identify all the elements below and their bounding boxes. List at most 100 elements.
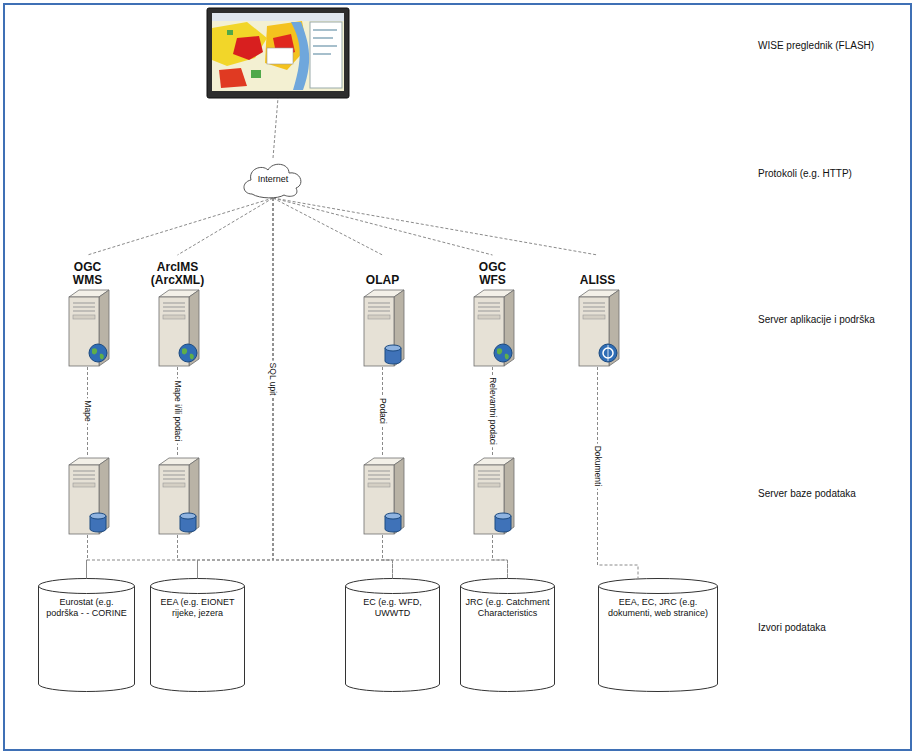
drawing-part xyxy=(478,311,500,312)
drawing-part xyxy=(212,13,344,21)
drawing-part xyxy=(583,311,605,312)
drawing-part xyxy=(73,315,95,319)
drawing-part xyxy=(163,315,185,319)
node-text: Eurostat (e.g. podrška - - CORINE xyxy=(43,597,130,619)
monitor-icon xyxy=(207,8,349,98)
dotted-connector xyxy=(178,198,274,255)
drawing-part xyxy=(478,483,500,487)
viewer-screen xyxy=(207,8,349,98)
drawing-part xyxy=(461,579,555,594)
drawing-part xyxy=(39,586,135,692)
drawing-part xyxy=(368,475,390,476)
connector-label: Dokumenti xyxy=(593,444,603,489)
data-source-cylinder: JRC (e.g. Catchment Characteristics xyxy=(460,578,555,692)
application-server: OGC WMS xyxy=(50,255,125,367)
drawing-part xyxy=(385,345,401,351)
drawing-part xyxy=(368,303,390,304)
data-source-cylinder: EC (e.g. WFD, UWWTD xyxy=(345,578,440,692)
node-text: OGC WFS xyxy=(472,261,514,287)
text-box: EEA, EC, JRC (e.g. dokumenti, web strani… xyxy=(598,578,718,625)
drawing-part xyxy=(163,483,185,487)
text-box: OGC WMS xyxy=(67,255,109,287)
data-source-cylinder: Eurostat (e.g. podrška - - CORINE xyxy=(38,578,135,692)
drawing-part xyxy=(73,471,95,472)
database-server xyxy=(140,455,215,535)
layer-label: WISE preglednik (FLASH) xyxy=(758,40,874,52)
layer-label: Server aplikacije i podrška xyxy=(758,314,875,326)
drawing-part xyxy=(478,471,500,472)
drawing-part xyxy=(233,36,263,60)
connector-label: Mape i/ili podaci xyxy=(173,379,183,444)
drawing-part xyxy=(497,348,502,354)
drawing-part xyxy=(504,354,508,359)
drawing-part xyxy=(583,315,605,319)
node-text: OGC WMS xyxy=(67,261,109,287)
drawing-part xyxy=(599,579,718,594)
text-box: EEA (e.g. EIONET rijeke, jezera xyxy=(150,578,245,625)
dotted-connector xyxy=(178,535,198,578)
drawing-part xyxy=(151,579,245,594)
drawing-part xyxy=(385,513,401,519)
layer-label: Server baze podataka xyxy=(758,488,856,500)
layer-label: Izvori podataka xyxy=(758,622,826,634)
node-text: JRC (e.g. Catchment Characteristics xyxy=(465,597,550,619)
drawing-part xyxy=(163,475,185,476)
drawing-part xyxy=(90,513,106,519)
drawing-part xyxy=(310,22,342,88)
drawing-part xyxy=(163,307,185,308)
dotted-connector xyxy=(273,198,493,255)
node-text: Internet xyxy=(258,171,289,185)
server-icon xyxy=(468,287,518,367)
server-icon xyxy=(153,455,203,535)
server-icon xyxy=(573,287,623,367)
server-icon xyxy=(153,287,203,367)
figure-frame xyxy=(3,3,912,751)
drawing-part xyxy=(368,471,390,472)
server-icon xyxy=(63,455,113,535)
drawing-part xyxy=(189,354,193,359)
drawing-part xyxy=(494,344,512,362)
text-box: Internet xyxy=(240,158,306,198)
drawing-part xyxy=(583,303,605,304)
data-source-cylinder: EEA (e.g. EIONET rijeke, jezera xyxy=(150,578,245,692)
drawing-part xyxy=(182,348,187,354)
server-icon xyxy=(358,287,408,367)
cyl-icon xyxy=(460,578,555,692)
drawing-part xyxy=(313,37,333,39)
drawing-part xyxy=(478,475,500,476)
application-server: OGC WFS xyxy=(455,255,530,367)
application-server: ArcIMS (ArcXML) xyxy=(140,255,215,367)
application-server: ALISS xyxy=(560,255,635,367)
drawing-part xyxy=(368,307,390,308)
drawing-part xyxy=(313,29,337,31)
drawing-part xyxy=(163,479,185,480)
drawing-part xyxy=(478,303,500,304)
drawing-part xyxy=(368,315,390,319)
node-text: EEA (e.g. EIONET rijeke, jezera xyxy=(155,597,240,619)
drawing-part xyxy=(163,303,185,304)
drawing-part xyxy=(478,479,500,480)
drawing-part xyxy=(163,311,185,312)
drawing-part xyxy=(346,586,440,691)
connector-label: SQL upit xyxy=(268,361,278,398)
drawing-part xyxy=(267,48,293,64)
drawing-part xyxy=(39,579,135,594)
drawing-part xyxy=(599,344,617,362)
dotted-connector xyxy=(383,535,393,578)
node-text: EEA, EC, JRC (e.g. dokumenti, web strani… xyxy=(603,597,713,619)
drawing-part xyxy=(163,471,185,472)
cyl-icon xyxy=(150,578,245,692)
text-box: ArcIMS (ArcXML) xyxy=(148,255,208,287)
cyl-icon xyxy=(38,578,135,692)
node-text: ALISS xyxy=(580,274,615,287)
dotted-connector xyxy=(273,198,598,255)
connector-label: Relevantni podaci xyxy=(488,375,498,447)
drawing-part xyxy=(73,303,95,304)
drawing-part xyxy=(219,68,247,88)
database-server xyxy=(345,455,420,535)
database-server xyxy=(455,455,530,535)
drawing-part xyxy=(73,311,95,312)
text-box: JRC (e.g. Catchment Characteristics xyxy=(460,578,555,625)
connector-label: Podaci xyxy=(378,396,388,426)
